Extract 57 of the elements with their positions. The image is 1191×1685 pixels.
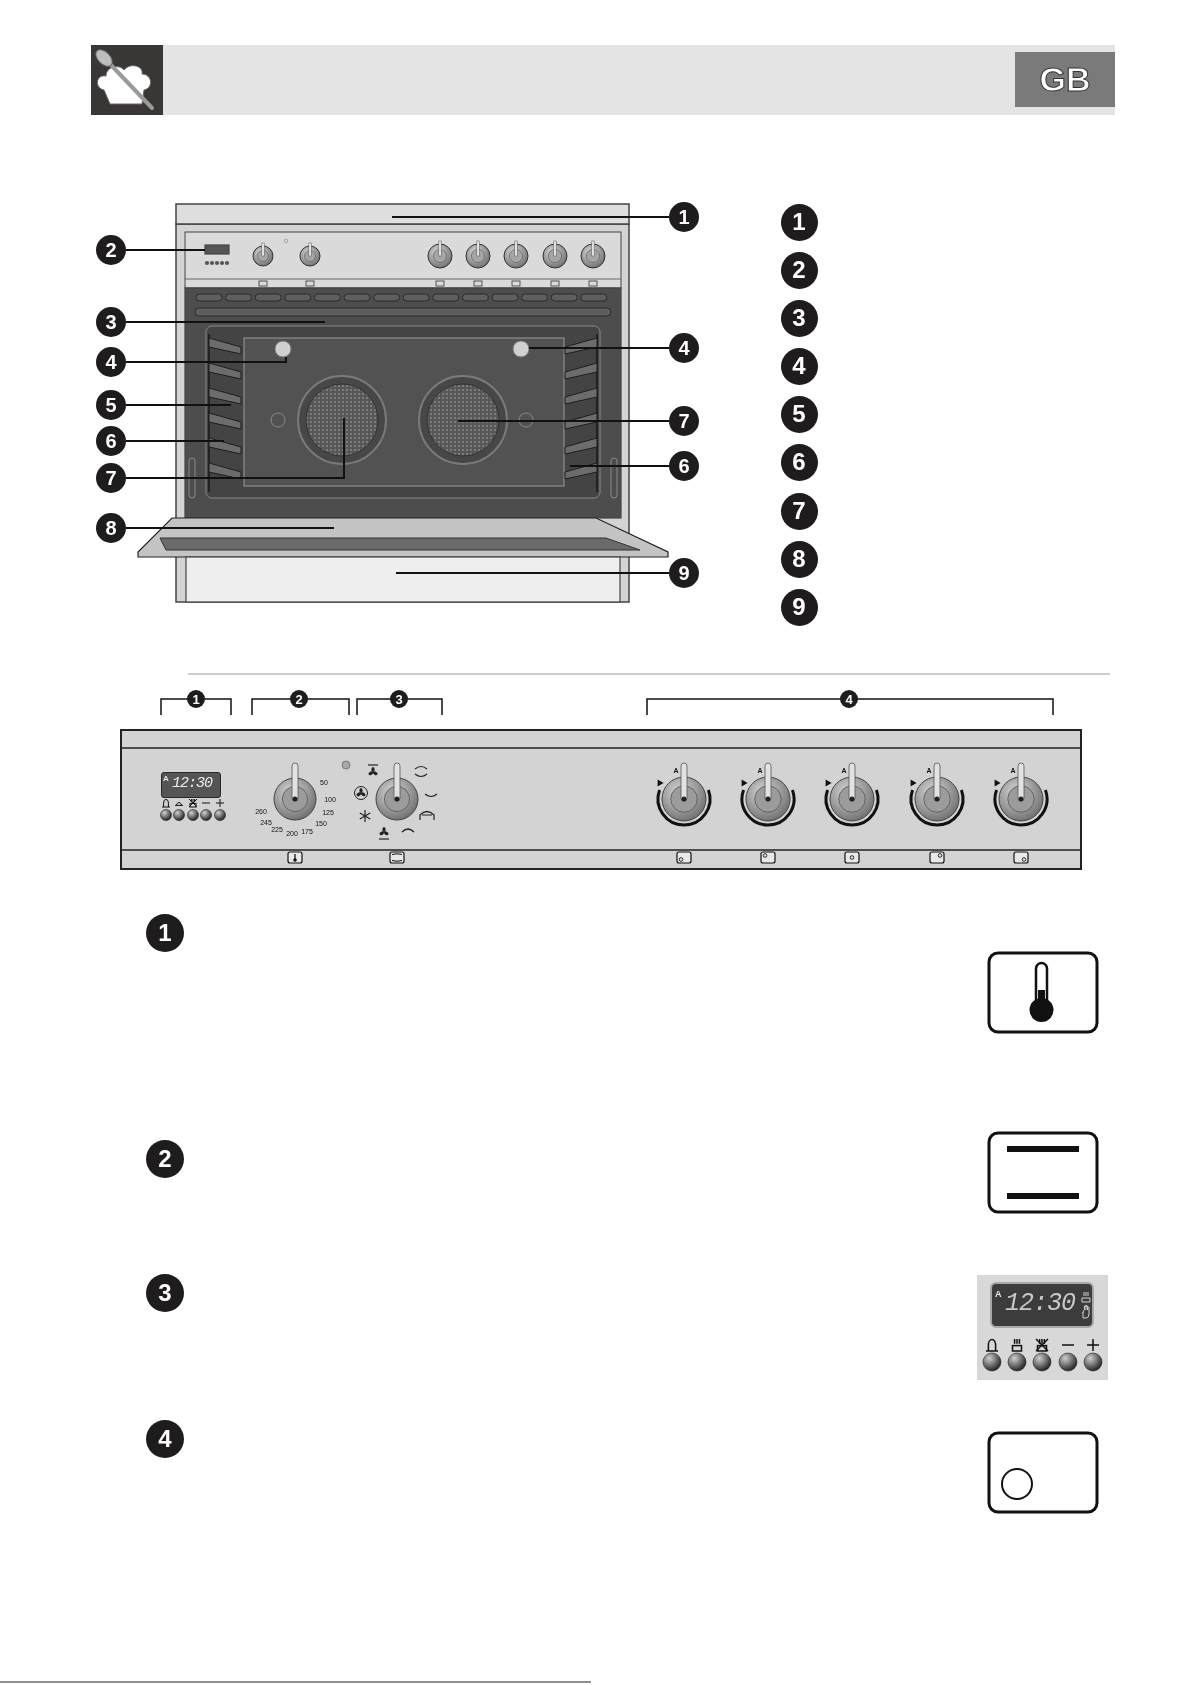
section-number: 4 <box>146 1420 184 1458</box>
leader-line <box>125 440 225 442</box>
storage-drawer <box>185 556 621 603</box>
section-number: 2 <box>146 1140 184 1178</box>
section-number: 3 <box>146 1274 184 1312</box>
callout-number: 7 <box>780 492 818 530</box>
callout-number: 1 <box>187 690 205 708</box>
callout-number: 3 <box>780 299 818 337</box>
leader-line <box>125 527 335 529</box>
leader-line <box>125 249 206 251</box>
callout-number: 5 <box>96 390 126 420</box>
callout-number: 4 <box>669 333 699 363</box>
callout-number: 7 <box>669 406 699 436</box>
callout-number: 1 <box>780 203 818 241</box>
callout-number: 5 <box>780 395 818 433</box>
callout-number: 2 <box>290 690 308 708</box>
leader-line <box>125 417 345 479</box>
oven-lamp <box>512 340 530 358</box>
callout-number: 2 <box>780 251 818 289</box>
callout-number: 4 <box>96 347 126 377</box>
callout-number: 6 <box>669 451 699 481</box>
fan-cover <box>297 375 387 465</box>
leader-line <box>395 572 670 574</box>
leader-line <box>569 465 670 467</box>
leader-line <box>528 347 670 349</box>
callout-number: 7 <box>96 463 126 493</box>
leader-line <box>125 356 287 363</box>
leader-line <box>125 321 326 323</box>
callout-number: 3 <box>96 307 126 337</box>
callout-number: 4 <box>840 690 858 708</box>
callout-number: 6 <box>96 426 126 456</box>
leader-line <box>125 404 232 406</box>
worktop <box>175 203 630 225</box>
display-letter: A <box>995 1290 1002 1299</box>
callout-number: 9 <box>780 588 818 626</box>
callout-number: 6 <box>780 443 818 481</box>
display-digits: 12:30 <box>172 776 212 791</box>
display-digits: 12:30 <box>1005 1291 1075 1316</box>
language-tab: GB <box>1015 52 1115 107</box>
shelf-guide-drawing <box>208 333 242 493</box>
callout-number: 8 <box>780 540 818 578</box>
callout-number: 8 <box>96 513 126 543</box>
oven-cavity <box>184 287 622 519</box>
oven-door <box>137 517 669 558</box>
fan-cover <box>418 375 508 465</box>
leader-line <box>391 216 670 218</box>
timer-display <box>204 244 230 255</box>
callout-number: 9 <box>669 558 699 588</box>
callout-number: 2 <box>96 235 126 265</box>
callout-number: 3 <box>390 690 408 708</box>
callout-number: 1 <box>669 202 699 232</box>
oven-lamp <box>274 340 292 358</box>
section-number: 1 <box>146 914 184 952</box>
shelf-guide-drawing <box>564 333 598 493</box>
leader-line <box>457 420 670 422</box>
callout-number: 4 <box>780 347 818 385</box>
display-letter: A <box>163 775 169 783</box>
